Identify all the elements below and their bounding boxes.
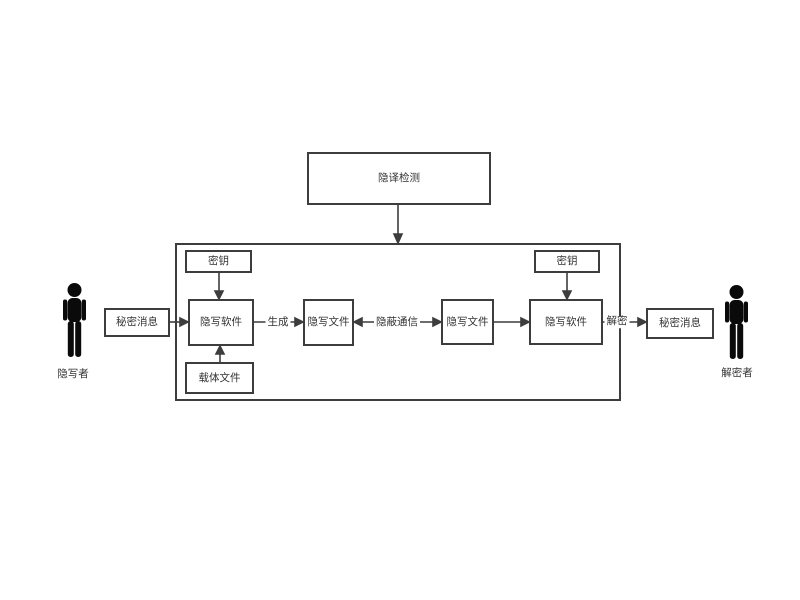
arrowhead-detection <box>392 233 404 245</box>
key-right-label: 密钥 <box>556 255 578 268</box>
key-right-box: 密钥 <box>534 250 600 273</box>
receiver-actor-label: 解密者 <box>721 367 753 379</box>
covert-channel-edge-label: 隐蔽通信 <box>374 316 420 329</box>
secret-message-right-label: 秘密消息 <box>659 317 701 330</box>
arrowhead-decrypt <box>637 316 648 328</box>
person-icon <box>725 285 748 359</box>
stego-software-right-box: 隐写软件 <box>529 299 603 345</box>
key-left-label: 密钥 <box>208 255 229 268</box>
stego-software-left-box: 隐写软件 <box>188 299 254 346</box>
detection-label: 隐译检测 <box>378 172 420 185</box>
carrier-file-box: 载体文件 <box>185 362 254 394</box>
secret-message-right-box: 秘密消息 <box>646 308 714 339</box>
stego-software-right-label: 隐写软件 <box>545 315 587 328</box>
key-left-box: 密钥 <box>185 250 252 273</box>
stego-file-right-label: 隐写文件 <box>446 315 489 328</box>
stego-software-left-label: 隐写软件 <box>200 316 242 329</box>
stego-file-left-box: 隐写文件 <box>303 299 354 346</box>
carrier-file-label: 载体文件 <box>198 371 241 384</box>
decrypt-edge-label: 解密 <box>604 315 630 328</box>
generate-edge-label: 生成 <box>265 316 291 329</box>
stego-file-right-box: 隐写文件 <box>441 299 494 345</box>
person-icon <box>63 283 86 357</box>
stego-file-left-label: 隐写文件 <box>307 316 350 329</box>
secret-message-left-label: 秘密消息 <box>116 316 158 329</box>
secret-message-left-box: 秘密消息 <box>104 308 170 337</box>
detection-box: 隐译检测 <box>307 152 491 205</box>
sender-actor-label: 隐写者 <box>57 368 89 380</box>
